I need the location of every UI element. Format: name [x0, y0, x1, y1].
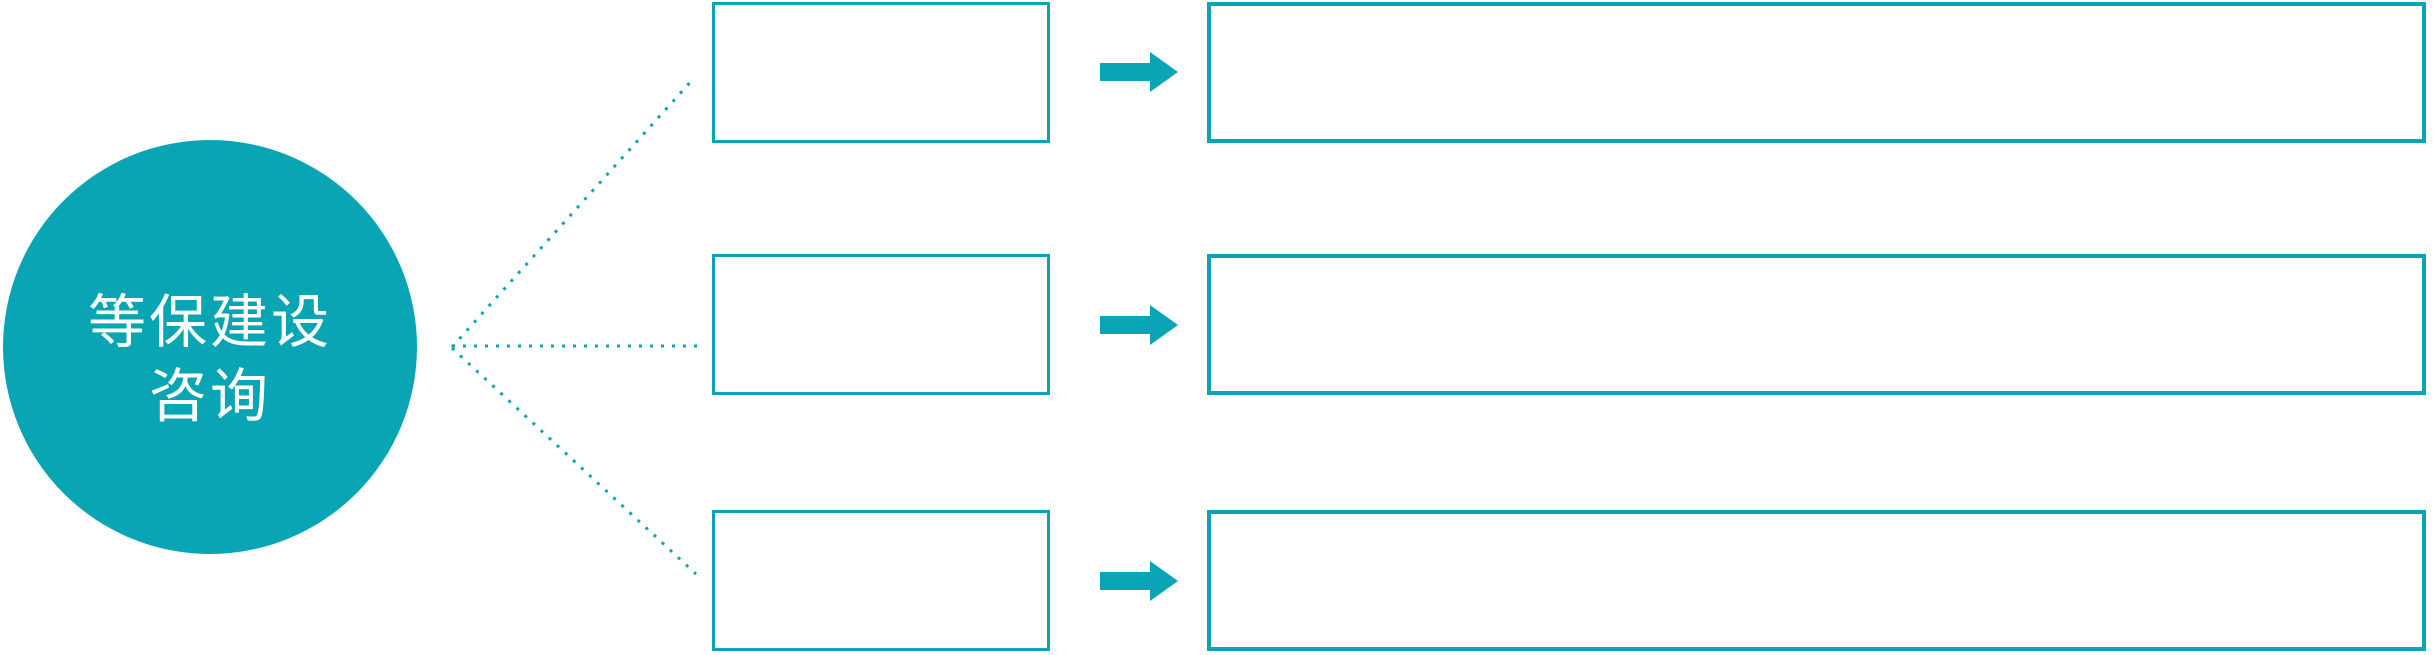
dotted-connector-bottom [450, 346, 698, 576]
category-box-3 [712, 510, 1050, 651]
dotted-connector-top [450, 76, 696, 349]
right-arrow-icon [1100, 52, 1178, 92]
detail-box-1 [1207, 2, 2426, 143]
topic-circle: 等保建设 咨询 [3, 140, 417, 554]
topic-label-line-2: 咨询 [148, 364, 271, 429]
detail-box-3 [1207, 510, 2426, 651]
topic-label-line-1: 等保建设 [87, 290, 332, 355]
detail-box-2 [1207, 254, 2426, 395]
category-box-2 [712, 254, 1050, 395]
topic-circle-label: 等保建设 咨询 [88, 260, 332, 434]
right-arrow-icon [1100, 305, 1178, 345]
right-arrow-icon [1100, 561, 1178, 601]
category-box-1 [712, 2, 1050, 143]
